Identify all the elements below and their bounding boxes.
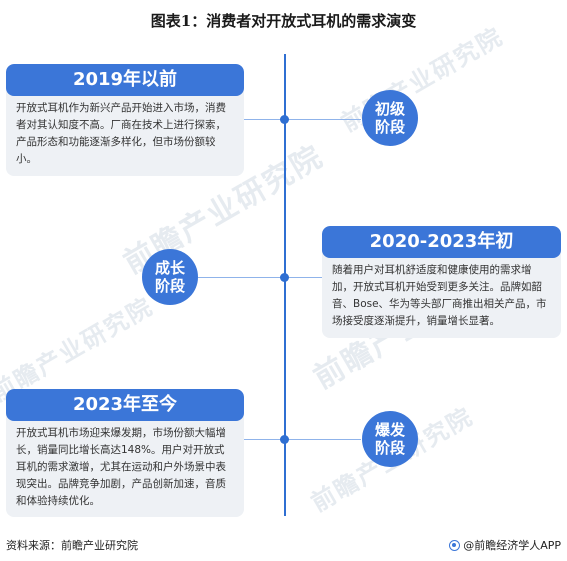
stage-label: 阶段 xyxy=(374,118,405,136)
stage-card-early: 2019年以前 开放式耳机作为新兴产品开始进入市场，消费者对其认知度不高。厂商在… xyxy=(6,64,244,176)
stage-description: 随着用户对耳机舒适度和健康使用的需求增加，开放式耳机开始受到更多关注。品牌如韶音… xyxy=(332,264,547,327)
stage-period: 2020-2023年初 xyxy=(322,226,561,258)
connector-line xyxy=(198,277,284,278)
timeline-dot xyxy=(280,273,289,282)
connector-line xyxy=(286,119,361,120)
connector-line xyxy=(286,277,322,278)
connector-line xyxy=(244,119,284,120)
stage-description: 开放式耳机市场迎来爆发期，市场份额大幅增长，销量同比增长高达148%。用户对开放… xyxy=(16,427,226,507)
connector-line xyxy=(286,439,361,440)
stage-label: 阶段 xyxy=(374,439,405,457)
connector-line xyxy=(244,439,284,440)
stage-card-boom: 2023年至今 开放式耳机市场迎来爆发期，市场份额大幅增长，销量同比增长高达14… xyxy=(6,389,244,517)
stage-label: 阶段 xyxy=(154,277,185,295)
brand-logo-icon xyxy=(449,539,461,551)
source-note: 资料来源：前瞻产业研究院 xyxy=(6,539,138,552)
stage-period: 2019年以前 xyxy=(6,64,244,96)
stage-label: 初级 xyxy=(374,100,405,118)
timeline-dot xyxy=(280,435,289,444)
stage-description: 开放式耳机作为新兴产品开始进入市场，消费者对其认知度不高。厂商在技术上进行探索，… xyxy=(16,102,226,165)
timeline-axis xyxy=(284,54,286,516)
stage-badge-early: 初级 阶段 xyxy=(362,90,418,146)
brand-text: @前瞻经济学人APP xyxy=(463,539,561,552)
stage-period: 2023年至今 xyxy=(6,389,244,421)
stage-label: 爆发 xyxy=(374,421,405,439)
page-title: 图表1：消费者对开放式耳机的需求演变 xyxy=(150,12,417,30)
stage-label: 成长 xyxy=(154,259,185,277)
stage-card-growth: 2020-2023年初 随着用户对耳机舒适度和健康使用的需求增加，开放式耳机开始… xyxy=(322,226,561,338)
brand-footer: @前瞻经济学人APP xyxy=(449,537,561,553)
stage-badge-boom: 爆发 阶段 xyxy=(362,411,418,467)
stage-badge-growth: 成长 阶段 xyxy=(142,249,198,305)
timeline-dot xyxy=(280,115,289,124)
